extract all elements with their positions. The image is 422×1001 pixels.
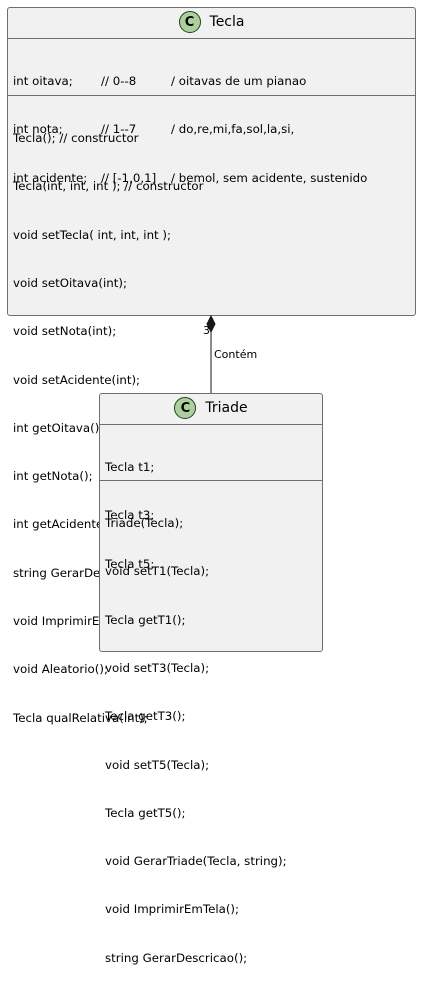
method-row: void GerarTriade(Tecla, string); <box>105 854 287 869</box>
class-tecla: C Tecla int oitava; // 0--8 / oitavas de u… <box>7 7 416 725</box>
method-row: Tecla getT5(); <box>105 805 186 820</box>
method-row: int getAcidente(); <box>13 517 117 532</box>
multiplicity-label: 3 <box>203 324 210 337</box>
method-row: Triade(Tecla); <box>105 516 184 531</box>
class-name: Triade <box>205 400 248 416</box>
method-row: Tecla(); // constructor <box>13 131 139 146</box>
attribute-comment: / bemol, sem acidente, sustenido <box>171 170 368 185</box>
attribute-row: int acidente; // [-1,0,1] / bemol, sem aci… <box>13 170 410 186</box>
method-row: int getOitava(); <box>13 420 104 435</box>
method-row: void setOitava(int); <box>13 276 127 291</box>
class-triade: C Triade Tecla t1; Tecla t3; Tecla t5; T… <box>99 393 323 965</box>
attribute-comment: / do,re,mi,fa,sol,la,si, <box>171 122 295 137</box>
method-row: Tecla getT3(); <box>105 709 186 724</box>
method-row: Tecla getT1(); <box>105 612 186 627</box>
class-triade-header: C Triade <box>100 394 322 425</box>
method-row: void setNota(int); <box>13 324 117 339</box>
method-row: void setT5(Tecla); <box>105 757 210 772</box>
method-row: Tecla(int, int, int ); // constructor <box>13 179 204 194</box>
class-stereotype-icon: C <box>178 11 201 33</box>
attribute-range: // 0--8 <box>101 74 137 89</box>
attribute-range: // [-1,0,1] <box>101 170 157 185</box>
class-tecla-attributes: int oitava; // 0--8 / oitavas de um pianao… <box>8 39 415 185</box>
class-triade-attributes: Tecla t1; Tecla t3; Tecla t5; <box>100 425 322 571</box>
class-tecla-methods: Tecla(); // constructor Tecla(int, int, … <box>8 96 415 761</box>
method-row: void ImprimirEmTela(); <box>105 902 240 917</box>
method-row: void setT1(Tecla); <box>105 564 210 579</box>
attribute-row: int oitava; // 0--8 / oitavas de um pianao <box>13 73 410 89</box>
attribute-row: int nota; // 1--7 / do,re,mi,fa,sol,la,si, <box>13 121 410 137</box>
method-row: int getNota(); <box>13 469 93 484</box>
association-label: Contém <box>214 348 258 361</box>
class-name: Tecla <box>209 14 245 30</box>
method-row: void setT3(Tecla); <box>105 661 210 676</box>
attribute-name: int nota; <box>13 122 63 137</box>
method-row: string GerarDescricao(); <box>105 950 248 965</box>
class-tecla-header: C Tecla <box>8 8 415 39</box>
attribute-row: Tecla t5; <box>105 556 155 571</box>
attribute-range: // 1--7 <box>101 122 137 137</box>
attribute-row: Tecla t3; <box>105 508 155 523</box>
attribute-name: int oitava; <box>13 74 73 89</box>
attribute-row: Tecla t1; <box>105 460 155 475</box>
method-row: void setAcidente(int); <box>13 372 141 387</box>
class-stereotype-icon: C <box>174 397 197 419</box>
attribute-comment: / oitavas de um pianao <box>171 74 307 89</box>
attribute-name: int acidente; <box>13 170 88 185</box>
method-row: void setTecla( int, int, int ); <box>13 227 172 242</box>
